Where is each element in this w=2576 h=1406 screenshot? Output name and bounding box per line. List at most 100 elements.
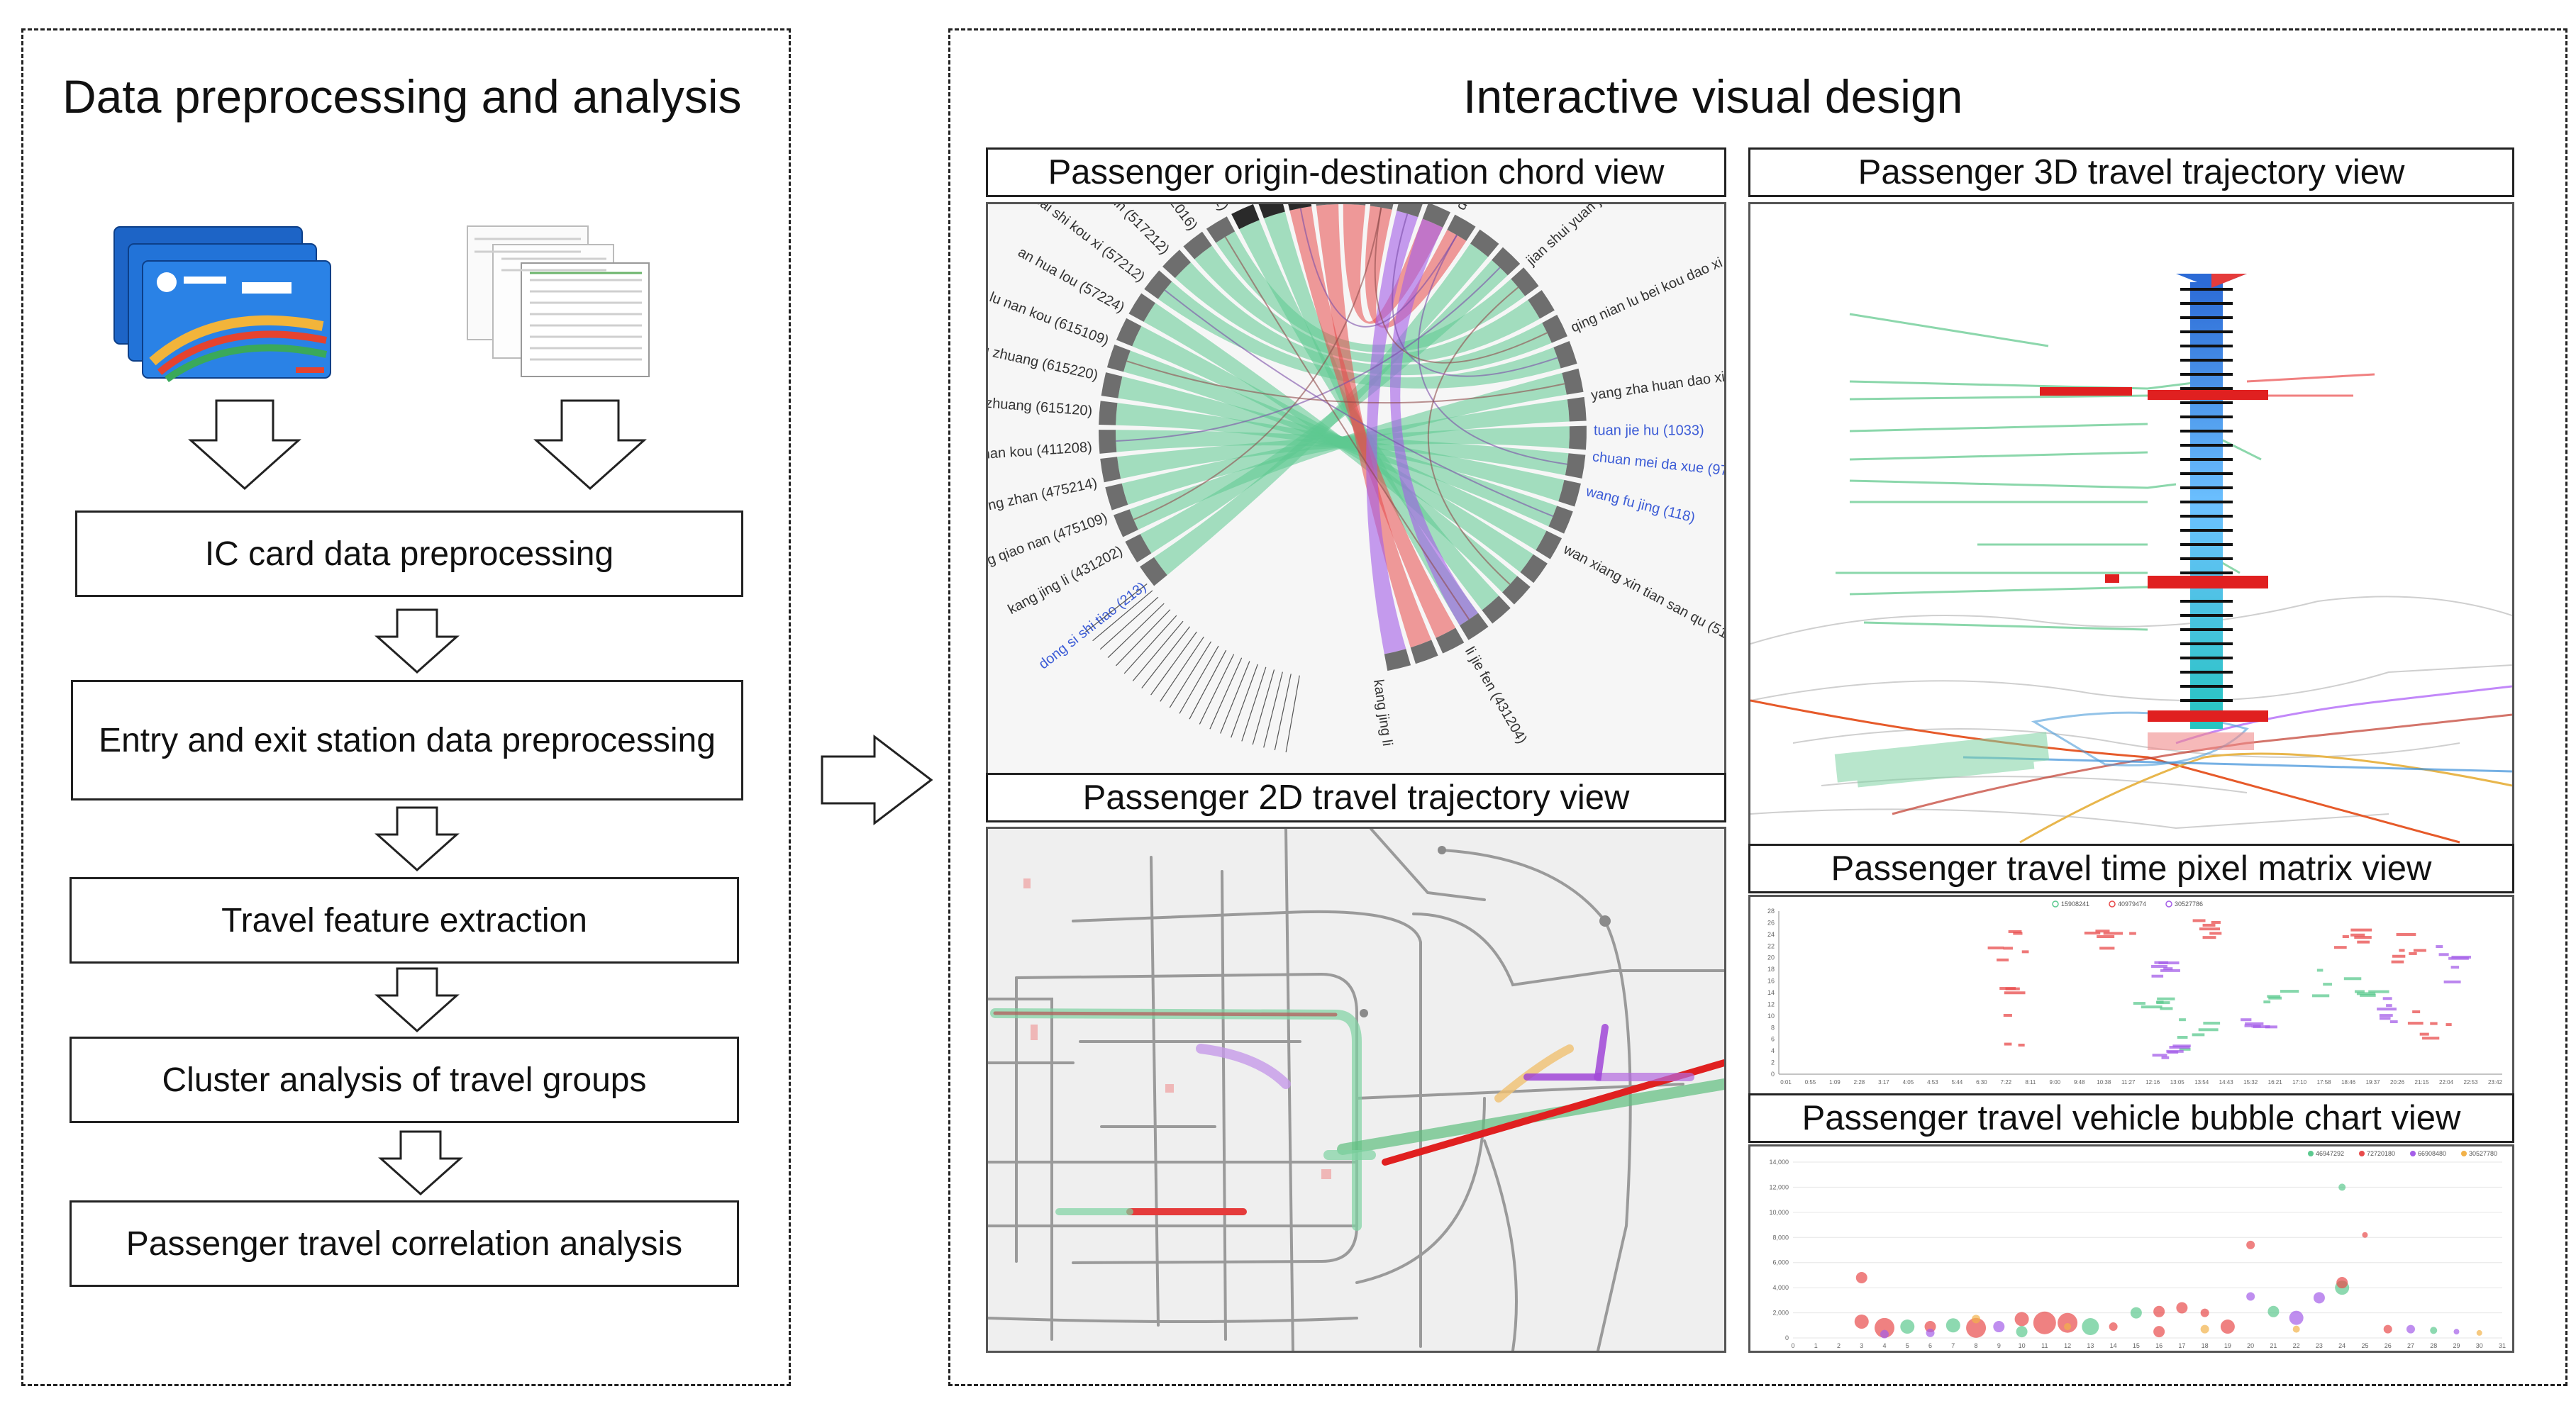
chord-label: wang fu jing (118) — [1584, 484, 1697, 526]
chord-label: dan dian (595101) — [1453, 204, 1521, 213]
x-tick-label: 28 — [2430, 1342, 2437, 1349]
bubble — [2153, 1326, 2165, 1338]
trajectory-3d-view[interactable] — [1748, 202, 2514, 847]
bubble — [2338, 1183, 2346, 1191]
chord-ribbon — [1118, 376, 1558, 527]
pixel-cell — [2443, 980, 2461, 983]
pixel-cell — [2389, 1020, 2398, 1024]
chord-arc — [1397, 204, 1423, 218]
chord-label-line — [1199, 654, 1235, 725]
chord-arc — [1384, 649, 1411, 671]
bubble — [1972, 1315, 1981, 1324]
pixel-cell — [2399, 949, 2405, 952]
chord-arc — [1125, 534, 1152, 563]
chord-arc — [1422, 204, 1450, 228]
bubble — [2362, 1232, 2368, 1238]
chord-arc — [1553, 340, 1577, 369]
bubble — [2289, 1310, 2304, 1325]
pixel-cell — [2160, 969, 2180, 972]
chord-label: jian shui yuan jie bei kou (431205) — [1523, 204, 1694, 269]
chord-link — [1374, 207, 1548, 364]
pixel-cell — [2103, 932, 2123, 935]
pixel-cell — [2021, 950, 2029, 954]
bubble — [2109, 1322, 2118, 1332]
chord-arc — [1144, 270, 1172, 299]
x-tick-label: 22:53 — [2464, 1079, 2479, 1086]
pixel-cell — [2003, 947, 2013, 950]
chord-diagram[interactable]: da huang zhuang qiao dong (483220)zhou j… — [988, 204, 1724, 774]
chord-arc — [1343, 204, 1366, 206]
pixel-cell — [2158, 961, 2180, 965]
x-tick-label: 1:09 — [1829, 1079, 1841, 1086]
x-tick-label: 18 — [2202, 1342, 2209, 1349]
x-tick-label: 13 — [2087, 1342, 2094, 1349]
chord-ribbon — [1239, 220, 1499, 610]
trajectory-2d-map[interactable] — [988, 829, 1724, 1351]
chord-arc — [1548, 506, 1573, 534]
pixel-cell — [2241, 1018, 2252, 1022]
pixel-cell — [2354, 990, 2365, 993]
legend-label: 30527786 — [2175, 900, 2203, 908]
chord-arc — [1492, 247, 1521, 276]
pixel-cell — [2097, 935, 2115, 939]
pixel-cell — [2253, 1025, 2270, 1029]
pixel-cell — [2354, 936, 2372, 939]
chord-ribbon — [1129, 372, 1567, 530]
pixel-cell — [2412, 1010, 2421, 1014]
bubble-chart-view-title: Passenger travel vehicle bubble chart vi… — [1748, 1093, 2514, 1143]
bubble — [2246, 1240, 2255, 1249]
trajectory-2d-view[interactable] — [986, 827, 1726, 1353]
chord-link — [1133, 207, 1382, 520]
chord-ribbon — [1175, 262, 1552, 376]
y-tick-label: 2,000 — [1772, 1310, 1789, 1317]
bubble — [2246, 1292, 2255, 1301]
chord-label-line — [1241, 666, 1267, 742]
pixel-cell — [2407, 1022, 2424, 1025]
pixel-cell — [2382, 997, 2392, 1000]
pixel-cell — [2436, 945, 2443, 949]
chord-label-line — [1132, 620, 1184, 681]
pixel-cell — [2386, 1004, 2392, 1008]
y-tick-label: 14,000 — [1769, 1159, 1789, 1166]
y-tick-label: 8 — [1771, 1024, 1775, 1031]
x-tick-label: 17:58 — [2317, 1079, 2332, 1086]
pixel-cell — [2203, 1022, 2221, 1025]
chord-link — [1427, 286, 1519, 585]
bubble — [1966, 1317, 1987, 1338]
x-tick-label: 19 — [2224, 1342, 2231, 1349]
bubble — [1924, 1321, 1936, 1333]
chord-arc — [1140, 557, 1167, 586]
chord-label-line — [1274, 674, 1292, 751]
chord-view[interactable]: da huang zhuang qiao dong (483220)zhou j… — [986, 202, 1726, 776]
x-tick-label: 10 — [2019, 1342, 2026, 1349]
chord-link — [1392, 213, 1558, 377]
x-tick-label: 21:15 — [2415, 1079, 2430, 1086]
chord-label: yang zha huan dao xi (61511) — [1590, 362, 1724, 403]
down-arrow-icon — [188, 399, 301, 491]
x-tick-label: 14 — [2110, 1342, 2117, 1349]
bubble — [2200, 1324, 2209, 1334]
pixel-cell — [2151, 965, 2167, 969]
bubble — [2267, 1305, 2280, 1317]
pixel-cell — [2379, 1017, 2391, 1020]
x-tick-label: 0:01 — [1780, 1079, 1792, 1086]
chord-arc — [1101, 372, 1123, 398]
chord-arc — [1099, 401, 1118, 425]
trajectory-3d-scene[interactable] — [1750, 204, 2512, 845]
chord-ribbon — [1389, 218, 1479, 626]
bubble — [1945, 1318, 1960, 1333]
step-entry-exit-preprocessing: Entry and exit station data preprocessin… — [71, 680, 743, 800]
bubble — [2200, 1308, 2209, 1317]
pixel-cell — [2160, 1007, 2173, 1010]
chord-arc — [1460, 613, 1489, 640]
pixel-cell — [2263, 1000, 2271, 1004]
bubble — [1993, 1321, 2005, 1333]
chord-ribbon — [1117, 426, 1570, 479]
bubble — [2292, 1325, 2300, 1333]
ic-card-stack-image — [113, 226, 331, 383]
legend-marker — [2410, 1151, 2416, 1156]
